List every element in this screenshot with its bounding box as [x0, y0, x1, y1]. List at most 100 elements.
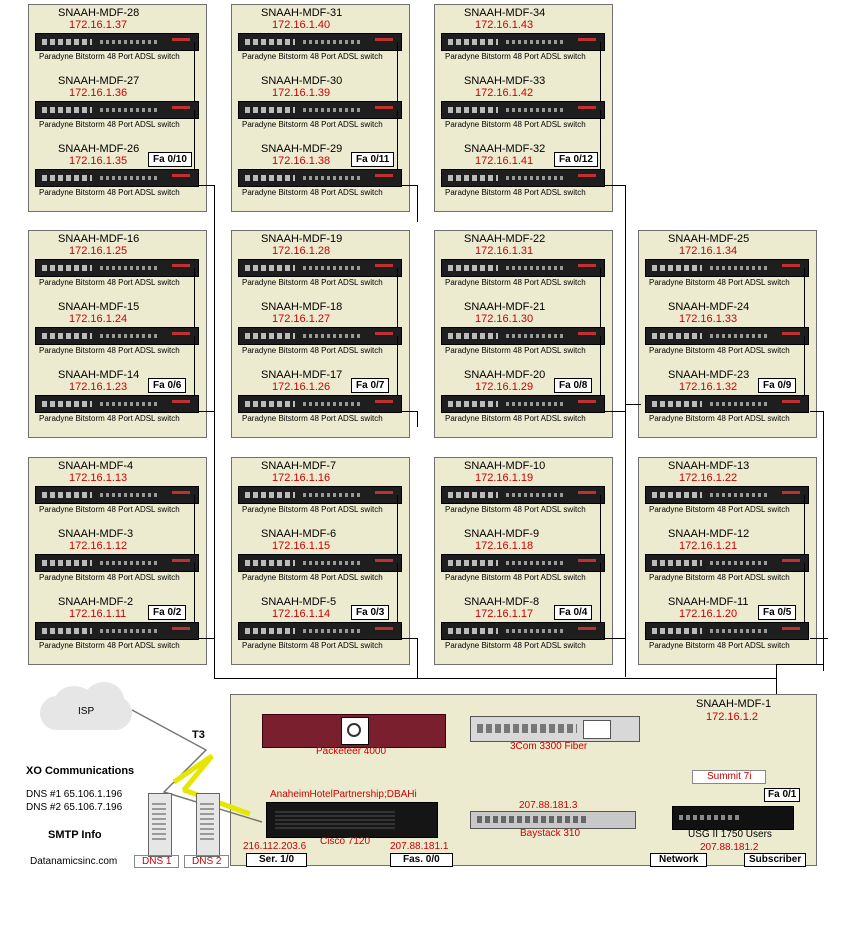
switch-led [375, 38, 393, 41]
switch-ip: 172.16.1.29 [475, 381, 534, 393]
switch-ports2 [506, 108, 566, 112]
switch-led [172, 106, 190, 109]
switch-caption: Paradyne Bitstorm 48 Port ADSL switch [242, 52, 383, 61]
switch-led [375, 559, 393, 562]
adsl-switch [35, 259, 199, 277]
port-label: Fa 0/8 [554, 378, 593, 393]
switch-led [578, 106, 596, 109]
connection-line [199, 638, 215, 639]
adsl-switch [645, 395, 809, 413]
switch-ip: 172.16.1.43 [475, 19, 534, 31]
switch-ip: 172.16.1.25 [69, 245, 128, 257]
uplink-line [397, 336, 398, 404]
baystack-ip: 207.88.181.3 [519, 800, 578, 811]
switch-name: SNAAH-MDF-2 [58, 596, 134, 608]
switch-name: SNAAH-MDF-24 [668, 301, 750, 313]
switch-ports [245, 333, 295, 339]
adsl-switch [238, 395, 402, 413]
switch-ports [652, 628, 702, 634]
port-label: Fa 0/7 [351, 378, 390, 393]
switch-ports2 [303, 176, 363, 180]
switch-ip: 172.16.1.22 [679, 472, 738, 484]
summit-label: Summit 7i [692, 770, 767, 784]
subscriber-label: Subscriber [744, 853, 807, 867]
switch-caption: Paradyne Bitstorm 48 Port ADSL switch [242, 188, 383, 197]
switch-caption: Paradyne Bitstorm 48 Port ADSL switch [649, 573, 790, 582]
switch-ip: 172.16.1.12 [69, 540, 128, 552]
switch-ip: 172.16.1.13 [69, 472, 128, 484]
adsl-switch [645, 259, 809, 277]
switch-ports [652, 265, 702, 271]
switch-name: SNAAH-MDF-20 [464, 369, 546, 381]
switch-caption: Paradyne Bitstorm 48 Port ADSL switch [242, 120, 383, 129]
adsl-switch [238, 327, 402, 345]
switch-ports [652, 401, 702, 407]
switch-ports [448, 333, 498, 339]
switch-ports2 [710, 493, 770, 497]
switch-ip: 172.16.1.34 [679, 245, 738, 257]
switch-ports [42, 560, 92, 566]
adsl-switch [238, 169, 402, 187]
uplink-line [804, 495, 805, 563]
uplink-line [397, 495, 398, 563]
switch-ports2 [100, 266, 160, 270]
switch-ports [42, 401, 92, 407]
switch-caption: Paradyne Bitstorm 48 Port ADSL switch [649, 278, 790, 287]
switch-ports2 [303, 334, 363, 338]
switch-caption: Paradyne Bitstorm 48 Port ADSL switch [242, 573, 383, 582]
adsl-switch [441, 33, 605, 51]
3com-label: 3Com 3300 Fiber [510, 741, 588, 752]
switch-ip: 172.16.1.38 [272, 155, 331, 167]
uplink-line [397, 110, 398, 178]
switch-ports [448, 107, 498, 113]
fas-port-label: Fas. 0/0 [390, 853, 453, 867]
switch-ports2 [303, 629, 363, 633]
domain-label: Datanamicsinc.com [30, 856, 118, 867]
switch-ports [652, 333, 702, 339]
switch-name: SNAAH-MDF-6 [261, 528, 337, 540]
switch-name: SNAAH-MDF-31 [261, 7, 343, 19]
switch-name: SNAAH-MDF-22 [464, 233, 546, 245]
switch-ports [448, 265, 498, 271]
switch-caption: Paradyne Bitstorm 48 Port ADSL switch [242, 641, 383, 650]
switch-ip: 172.16.1.41 [475, 155, 534, 167]
switch-caption: Paradyne Bitstorm 48 Port ADSL switch [39, 278, 180, 287]
switch-ports [245, 107, 295, 113]
switch-ip: 172.16.1.27 [272, 313, 331, 325]
switch-name: SNAAH-MDF-19 [261, 233, 343, 245]
switch-ports [42, 628, 92, 634]
switch-caption: Paradyne Bitstorm 48 Port ADSL switch [39, 346, 180, 355]
port-label: Fa 0/4 [554, 605, 593, 620]
t3-label: T3 [192, 729, 205, 741]
dns2-label: DNS 2 [184, 855, 230, 868]
switch-name: SNAAH-MDF-34 [464, 7, 546, 19]
switch-led [172, 174, 190, 177]
switch-led [172, 559, 190, 562]
switch-ports [448, 560, 498, 566]
adsl-switch [35, 169, 199, 187]
adsl-switch [441, 101, 605, 119]
adsl-switch [645, 554, 809, 572]
switch-ip: 172.16.1.31 [475, 245, 534, 257]
switch-ip: 172.16.1.35 [69, 155, 128, 167]
connection-line [605, 638, 626, 639]
switch-ports2 [303, 108, 363, 112]
isp-cloud [40, 682, 132, 734]
switch-ports2 [710, 334, 770, 338]
switch-name: SNAAH-MDF-29 [261, 143, 343, 155]
switch-name: SNAAH-MDF-14 [58, 369, 140, 381]
switch-ports [245, 39, 295, 45]
switch-caption: Paradyne Bitstorm 48 Port ADSL switch [242, 278, 383, 287]
adsl-switch [238, 259, 402, 277]
uplink-line [804, 268, 805, 336]
adsl-switch [35, 101, 199, 119]
switch-caption: Paradyne Bitstorm 48 Port ADSL switch [39, 573, 180, 582]
uplink-line [194, 336, 195, 404]
switch-ports2 [303, 402, 363, 406]
switch-led [578, 559, 596, 562]
connection-line [810, 411, 824, 412]
switch-name: SNAAH-MDF-23 [668, 369, 750, 381]
uplink-line [194, 42, 195, 110]
mdf1-name: SNAAH-MDF-1 [696, 698, 772, 710]
